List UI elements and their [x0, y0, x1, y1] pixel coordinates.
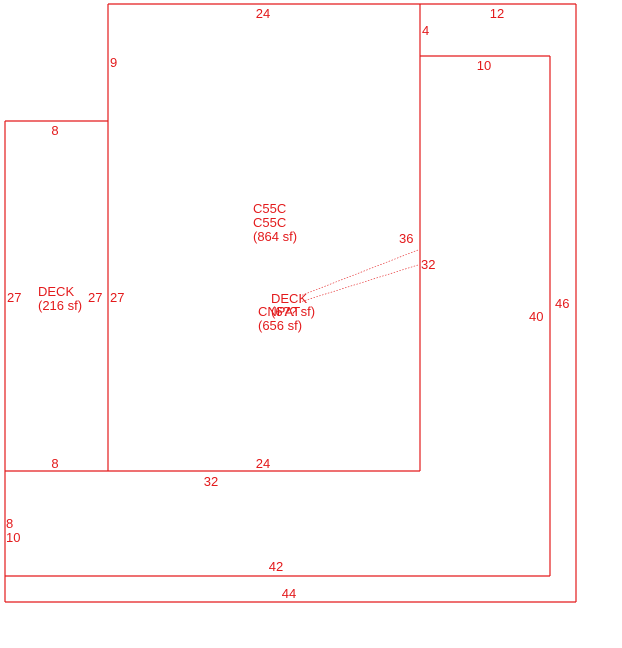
dim-top-main: 24	[256, 6, 270, 21]
dim-left-8: 8	[6, 516, 13, 531]
main-area-label: (864 sf)	[253, 229, 297, 244]
leader-line-upper	[299, 249, 419, 297]
main-code-label-2: C55C	[253, 215, 286, 230]
center-area-label-1: (6?? sf)	[271, 304, 315, 319]
dim-outer-right: 46	[555, 296, 569, 311]
center-label-deck: DECK	[271, 291, 307, 306]
dim-bottom-44: 44	[282, 586, 296, 601]
dim-left-10: 10	[6, 530, 20, 545]
dim-deck-bottom: 8	[51, 456, 58, 471]
dim-inner-right-top: 10	[477, 58, 491, 73]
deck-label: DECK	[38, 284, 74, 299]
dim-top-outer-right: 12	[490, 6, 504, 21]
dim-deck-right: 27	[88, 290, 102, 305]
dim-top-right-step: 4	[422, 23, 429, 38]
center-area-label-2: (656 sf)	[258, 318, 302, 333]
leader-line-lower	[299, 264, 419, 303]
dim-main-left: 27	[110, 290, 124, 305]
dim-main-right-36: 36	[399, 231, 413, 246]
dim-deck-left: 27	[7, 290, 21, 305]
dim-main-bottom: 24	[256, 456, 270, 471]
deck-area-label: (216 sf)	[38, 298, 82, 313]
dim-main-right-32: 32	[421, 257, 435, 272]
dim-inner-right: 40	[529, 309, 543, 324]
dim-left-main-upper: 9	[110, 55, 117, 70]
dim-deck-top: 8	[51, 123, 58, 138]
center-label-cnpat: CNPAT	[258, 304, 300, 319]
dim-bottom-32: 32	[204, 474, 218, 489]
dim-bottom-42: 42	[269, 559, 283, 574]
main-code-label-1: C55C	[253, 201, 286, 216]
